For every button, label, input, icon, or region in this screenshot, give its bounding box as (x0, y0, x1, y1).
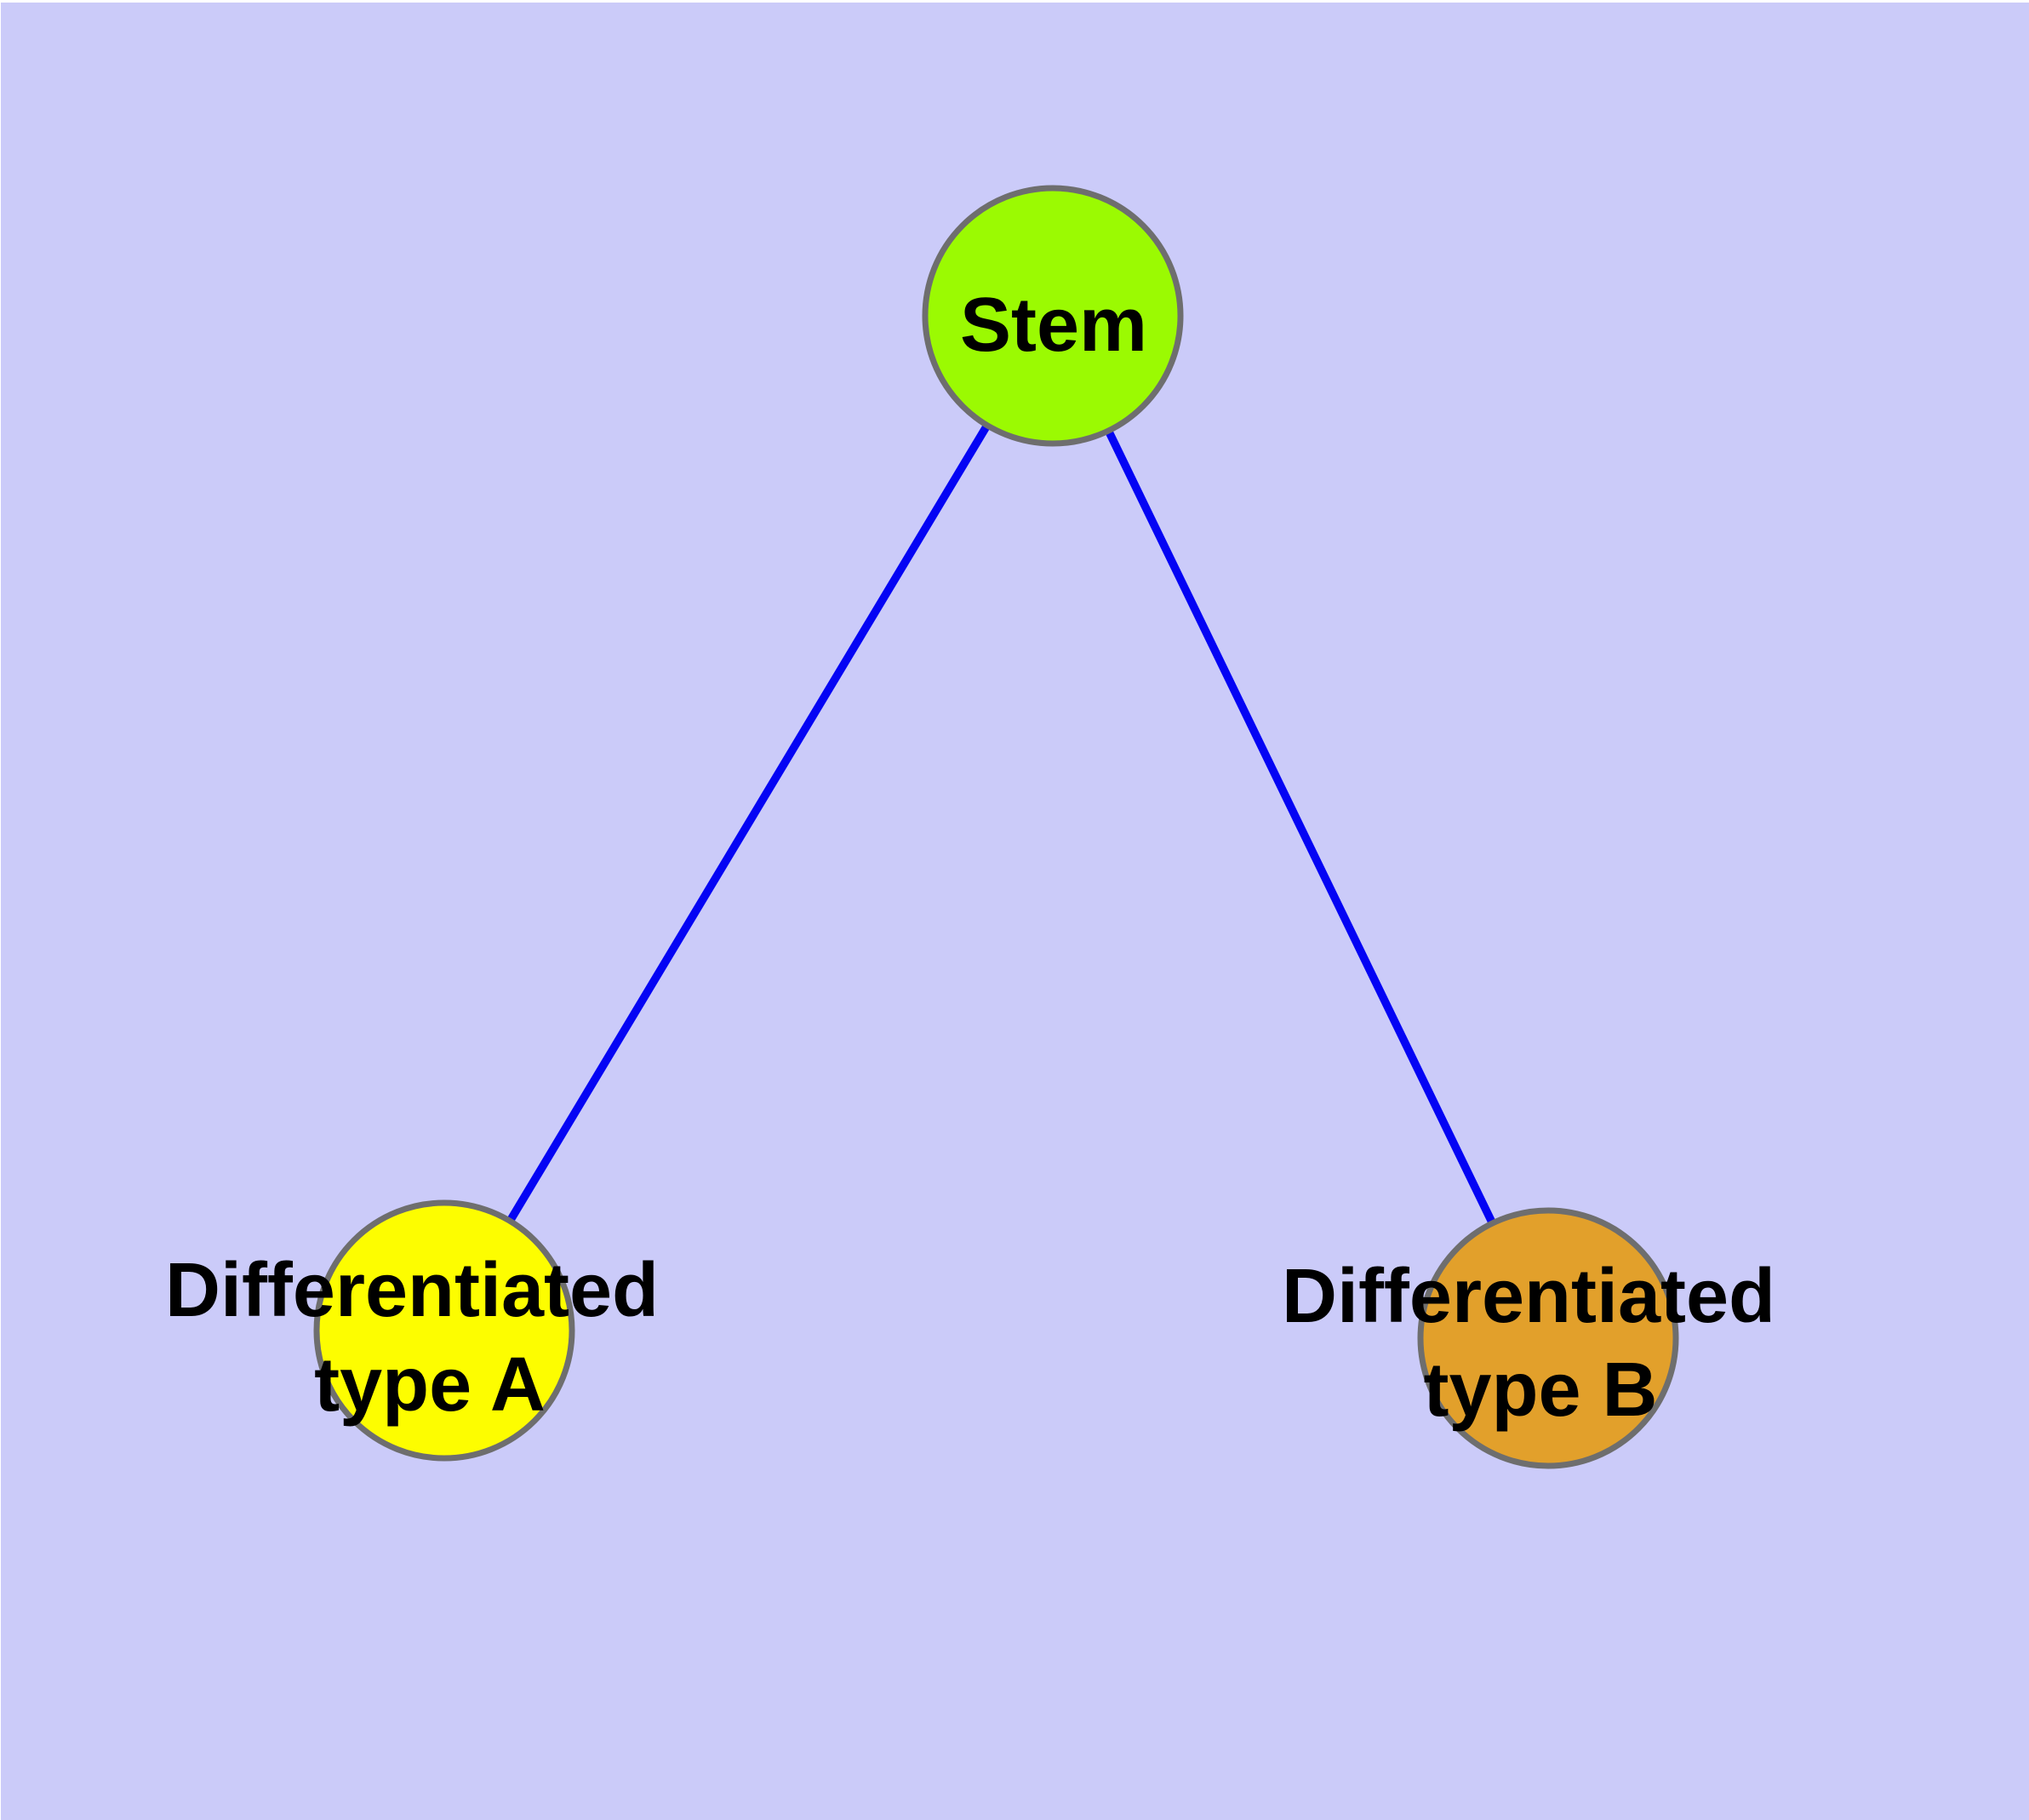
node-label-type-b-line-2: type B (1423, 1348, 1657, 1433)
edge-stem-type-b (1049, 313, 1552, 1341)
edge-stem-type-a (440, 313, 1057, 1333)
node-label-type-a-line-1: Differentiated (165, 1248, 659, 1333)
node-type-b (1417, 1207, 1679, 1469)
node-label-type-a-line-2: type A (314, 1342, 546, 1428)
node-label-stem-line-1: Stem (960, 283, 1147, 368)
node-type-a (313, 1199, 575, 1462)
node-label-type-b-line-1: Differentiated (1282, 1254, 1775, 1339)
node-stem (922, 185, 1184, 447)
